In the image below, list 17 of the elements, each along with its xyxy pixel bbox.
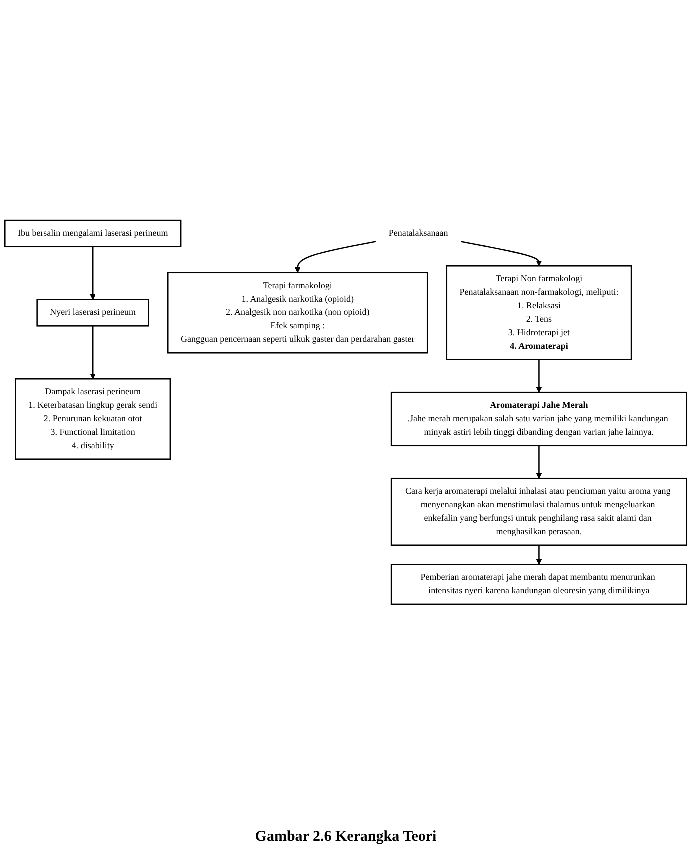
node-box: Aromaterapi Jahe Merah .Jahe merah merupakan salah satu varian jahe yang memiliki kandungan minyak astiri lebih tinggi dibanding dengan varian jahe lainnya.: [390, 392, 688, 447]
node-box: Pemberian aromaterapi jahe merah dapat membantu menurunkan intensitas nyeri karena kandungan oleoresin yang dimilikinya: [390, 564, 688, 606]
node-box: Cara kerja aromaterapi melalui inhalasi atau penciuman yaitu aroma yang menyenangkan akan menstimulasi thalamus untuk mengeluarkan enkefalin yang berfungsi untuk penghilang rasa sakit alami dan menghasilkan perasaan.: [390, 478, 688, 546]
node-box: Terapi farmakologi 1. Analgesik narkotika (opioid) 2. Analgesik non narkotika (non opioid) Efek samping : Gangguan pencernaan seperti ulkuk gaster dan perdarahan gaster: [167, 272, 428, 354]
arrow: [90, 326, 96, 380]
node-box: Dampak laserasi perineum 1. Keterbatasan lingkup gerak sendi 2. Penurunan kekuatan otot 3. Functional limitation 4. disability: [15, 378, 172, 460]
arrow: [536, 545, 542, 565]
node-text: Penatalaksanaan: [388, 228, 448, 239]
figure-caption: Gambar 2.6 Kerangka Teori: [255, 829, 437, 846]
arrow: [295, 241, 376, 274]
node-box: Terapi Non farmakologi Penatalaksanaan non-farmakologi, meliputi: 1. Relaksasi 2. Tens 3. Hidroterapi jet 4. Aromaterapi: [446, 266, 632, 360]
arrow: [460, 241, 542, 266]
arrow: [536, 360, 542, 393]
arrow: [90, 246, 96, 300]
arrow: [536, 446, 542, 479]
node-box: Ibu bersalin mengalami laserasi perineum: [4, 220, 182, 248]
node-box: Nyeri laserasi perineum: [36, 299, 150, 327]
